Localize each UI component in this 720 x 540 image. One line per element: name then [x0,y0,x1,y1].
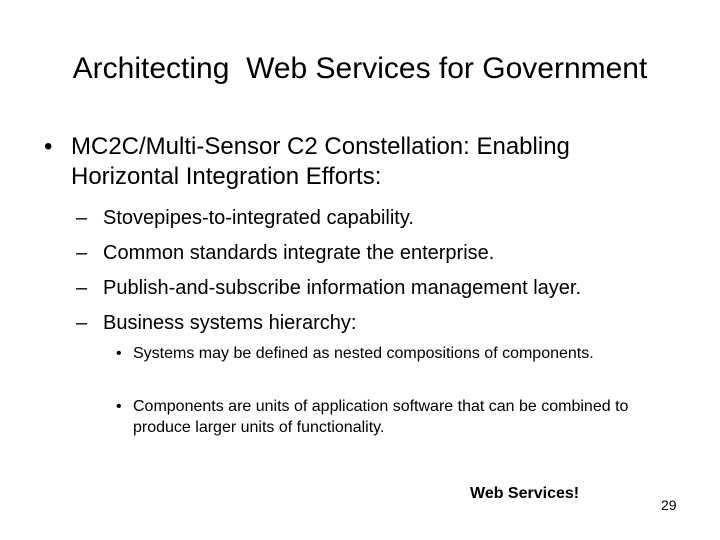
sub-bullet: – Business systems hierarchy: [76,310,696,336]
bullet-marker: • [44,133,53,160]
sub-bullet: – Publish-and-subscribe information mana… [76,275,696,301]
sub-bullet: – Stovepipes-to-integrated capability. [76,205,696,231]
dash-marker: – [76,312,88,334]
bullet-marker: • [116,345,122,362]
sub-bullet: – Common standards integrate the enterpr… [76,240,696,266]
sub-bullet-text: Publish-and-subscribe information manage… [103,277,582,299]
dash-marker: – [76,242,88,264]
bullet-marker: • [116,398,122,415]
sub-sub-bullet: • Components are units of application so… [116,396,676,438]
sub-bullet-text: Business systems hierarchy: [103,312,357,334]
sub-sub-bullet-text: Systems may be defined as nested composi… [133,345,594,362]
dash-marker: – [76,207,88,229]
main-bullet-text: MC2C/Multi-Sensor C2 Constellation: Enab… [71,133,570,190]
dash-marker: – [76,277,88,299]
main-bullet: • MC2C/Multi-Sensor C2 Constellation: En… [44,132,684,192]
sub-sub-bullet-text: Components are units of application soft… [133,398,629,436]
sub-bullet-text: Stovepipes-to-integrated capability. [103,207,414,229]
sub-sub-bullet: • Systems may be defined as nested compo… [116,343,676,364]
web-services-callout: Web Services! [470,485,580,502]
sub-bullet-text: Common standards integrate the enterpris… [103,242,495,264]
page-number: 29 [661,497,677,513]
slide-title: Architecting Web Services for Government [72,52,648,85]
